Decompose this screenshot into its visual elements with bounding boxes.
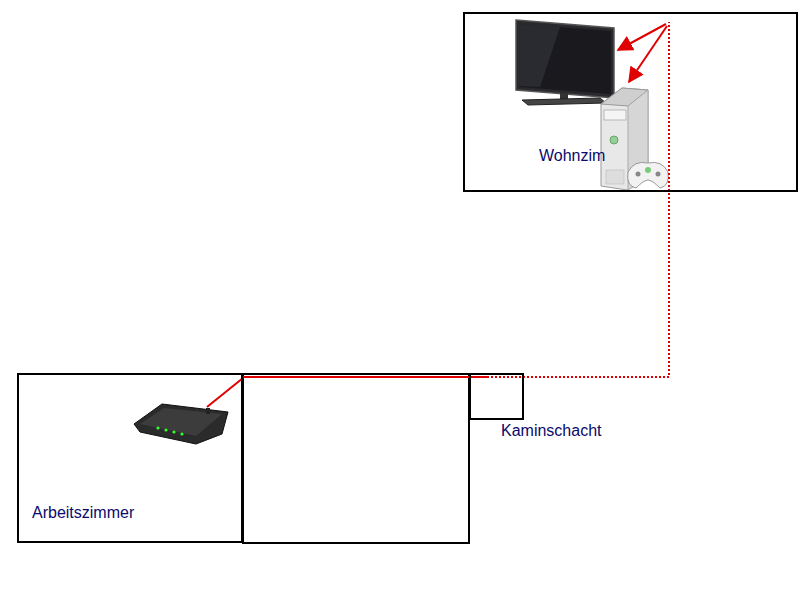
router-illustration	[134, 404, 228, 444]
room-box: Wohnzim	[463, 12, 798, 192]
cable-solid	[243, 376, 487, 378]
shaft-box: Kaminschacht	[469, 373, 524, 420]
controller-illustration	[628, 162, 669, 188]
room-label: Kaminschacht	[501, 422, 602, 440]
tv-illustration	[516, 20, 614, 105]
room-outline	[243, 374, 469, 543]
room-label: Arbeitszimmer	[32, 504, 134, 522]
cable	[207, 378, 243, 407]
room-box: Arbeitszimmer	[17, 373, 243, 543]
cable-connector	[243, 22, 669, 377]
cable-branch	[629, 26, 667, 82]
room-label: Wohnzim	[539, 147, 605, 165]
cable-dotted	[487, 22, 669, 377]
